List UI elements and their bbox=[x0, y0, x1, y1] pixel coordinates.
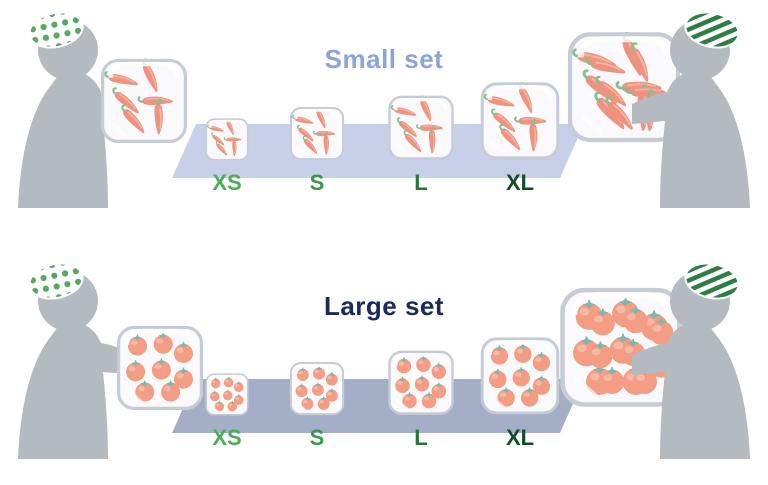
size-label-l: L bbox=[414, 170, 428, 195]
person-body bbox=[632, 271, 750, 459]
small-set-panel: Small set bbox=[0, 0, 768, 242]
large-set-title: Large set bbox=[323, 291, 445, 321]
size-label-s: S bbox=[309, 425, 325, 450]
person-right-silhouette bbox=[632, 8, 750, 208]
size-label-xs: XS bbox=[212, 170, 242, 195]
container-xs-chili bbox=[205, 118, 249, 161]
container-xs-tomato bbox=[205, 373, 249, 416]
size-label-xl: XL bbox=[505, 425, 535, 450]
container-l-tomato bbox=[387, 350, 455, 416]
container-xl-tomato bbox=[478, 333, 562, 417]
container-xl-chili bbox=[478, 78, 562, 162]
size-label-xs: XS bbox=[212, 425, 242, 450]
size-label-xl: XL bbox=[505, 170, 535, 195]
size-label-s: S bbox=[309, 170, 325, 195]
person-body bbox=[632, 20, 750, 208]
small-set-title: Small set bbox=[324, 44, 444, 74]
held-container-left-tomato bbox=[114, 321, 206, 413]
held-container-left-chili bbox=[98, 54, 190, 146]
person-right-silhouette bbox=[632, 259, 750, 459]
container-s-chili bbox=[289, 106, 345, 161]
size-label-l: L bbox=[414, 425, 428, 450]
large-set-panel: Large set bbox=[0, 243, 768, 485]
container-s-tomato bbox=[289, 361, 345, 416]
container-l-chili bbox=[387, 95, 455, 161]
